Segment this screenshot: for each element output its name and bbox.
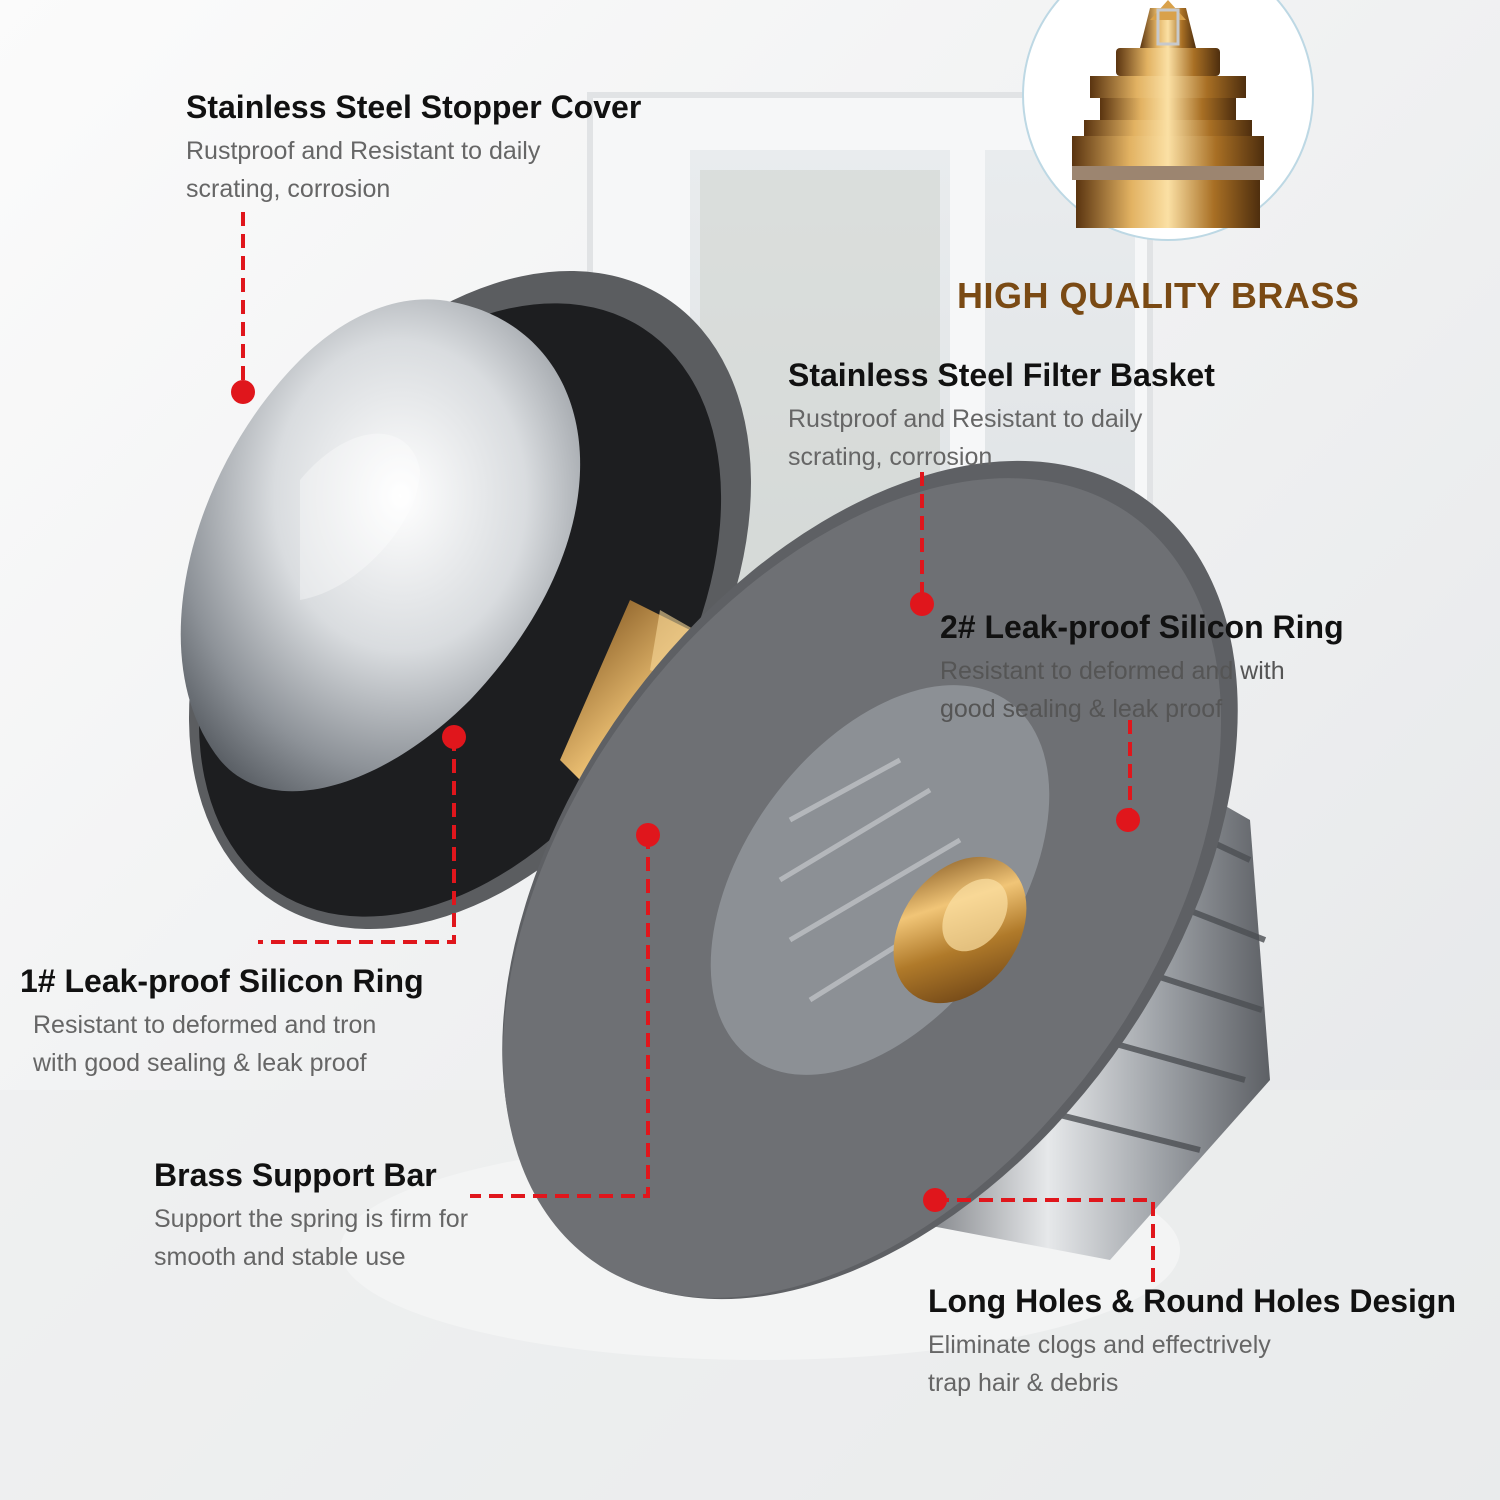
callout-title: Brass Support Bar [154, 1157, 437, 1193]
callout-description: Resistant to deformed and tron with good… [33, 1011, 377, 1077]
brass-core-inset [1022, 0, 1314, 241]
filter-basket-part [502, 460, 1270, 1300]
callout-description: Rustproof and Resistant to daily scratin… [186, 137, 541, 203]
callout-filter-basket: Stainless Steel Filter Basket Rustproof … [788, 356, 1215, 476]
callout-support-bar: Brass Support Bar Support the spring is … [154, 1156, 468, 1276]
callout-ring-1: 1# Leak-proof Silicon Ring Resistant to … [20, 962, 424, 1082]
callout-title: 2# Leak-proof Silicon Ring [940, 609, 1344, 645]
callout-description: Resistant to deformed and with good seal… [940, 657, 1285, 723]
callout-description: Support the spring is firm for smooth an… [154, 1205, 469, 1271]
callout-holes-design: Long Holes & Round Holes Design Eliminat… [928, 1282, 1456, 1402]
callout-title: 1# Leak-proof Silicon Ring [20, 963, 424, 999]
high-quality-brass-badge: HIGH QUALITY BRASS [957, 275, 1360, 316]
callout-title: Long Holes & Round Holes Design [928, 1283, 1457, 1319]
callout-description: Rustproof and Resistant to daily scratin… [788, 405, 1143, 471]
callout-title: Stainless Steel Stopper Cover [186, 89, 642, 125]
callout-stopper-cover: Stainless Steel Stopper Cover Rustproof … [186, 88, 641, 208]
callout-dots [231, 380, 1140, 1212]
callout-description: Eliminate clogs and effectrively trap ha… [928, 1331, 1271, 1397]
callout-ring-2: 2# Leak-proof Silicon Ring Resistant to … [940, 608, 1344, 728]
callout-lines [241, 212, 1155, 1282]
callout-title: Stainless Steel Filter Basket [788, 357, 1215, 393]
